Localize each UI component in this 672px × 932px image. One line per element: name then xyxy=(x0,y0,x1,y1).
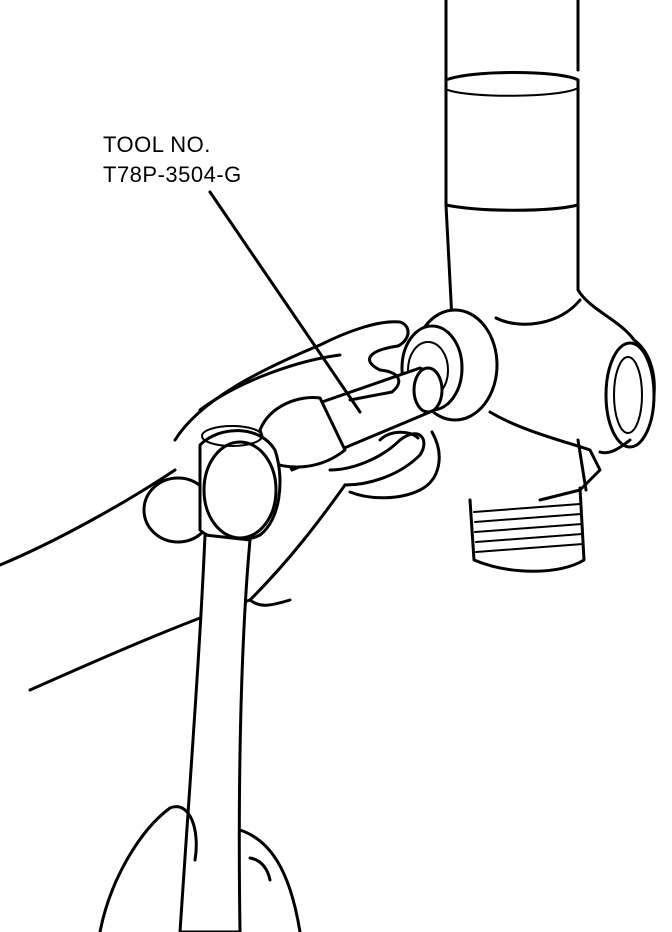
tool-shaft xyxy=(258,366,444,472)
hand-gripping-handle xyxy=(98,805,302,932)
gear-housing xyxy=(488,298,656,502)
callout-label-line1: TOOL NO. xyxy=(103,132,211,157)
threaded-port xyxy=(468,486,586,573)
steering-column xyxy=(444,0,636,362)
callout-label-line2: T78P-3504-G xyxy=(103,162,242,187)
hammer-handle xyxy=(178,533,252,932)
hammer-head xyxy=(142,425,282,544)
callout-leader-line xyxy=(208,190,362,414)
